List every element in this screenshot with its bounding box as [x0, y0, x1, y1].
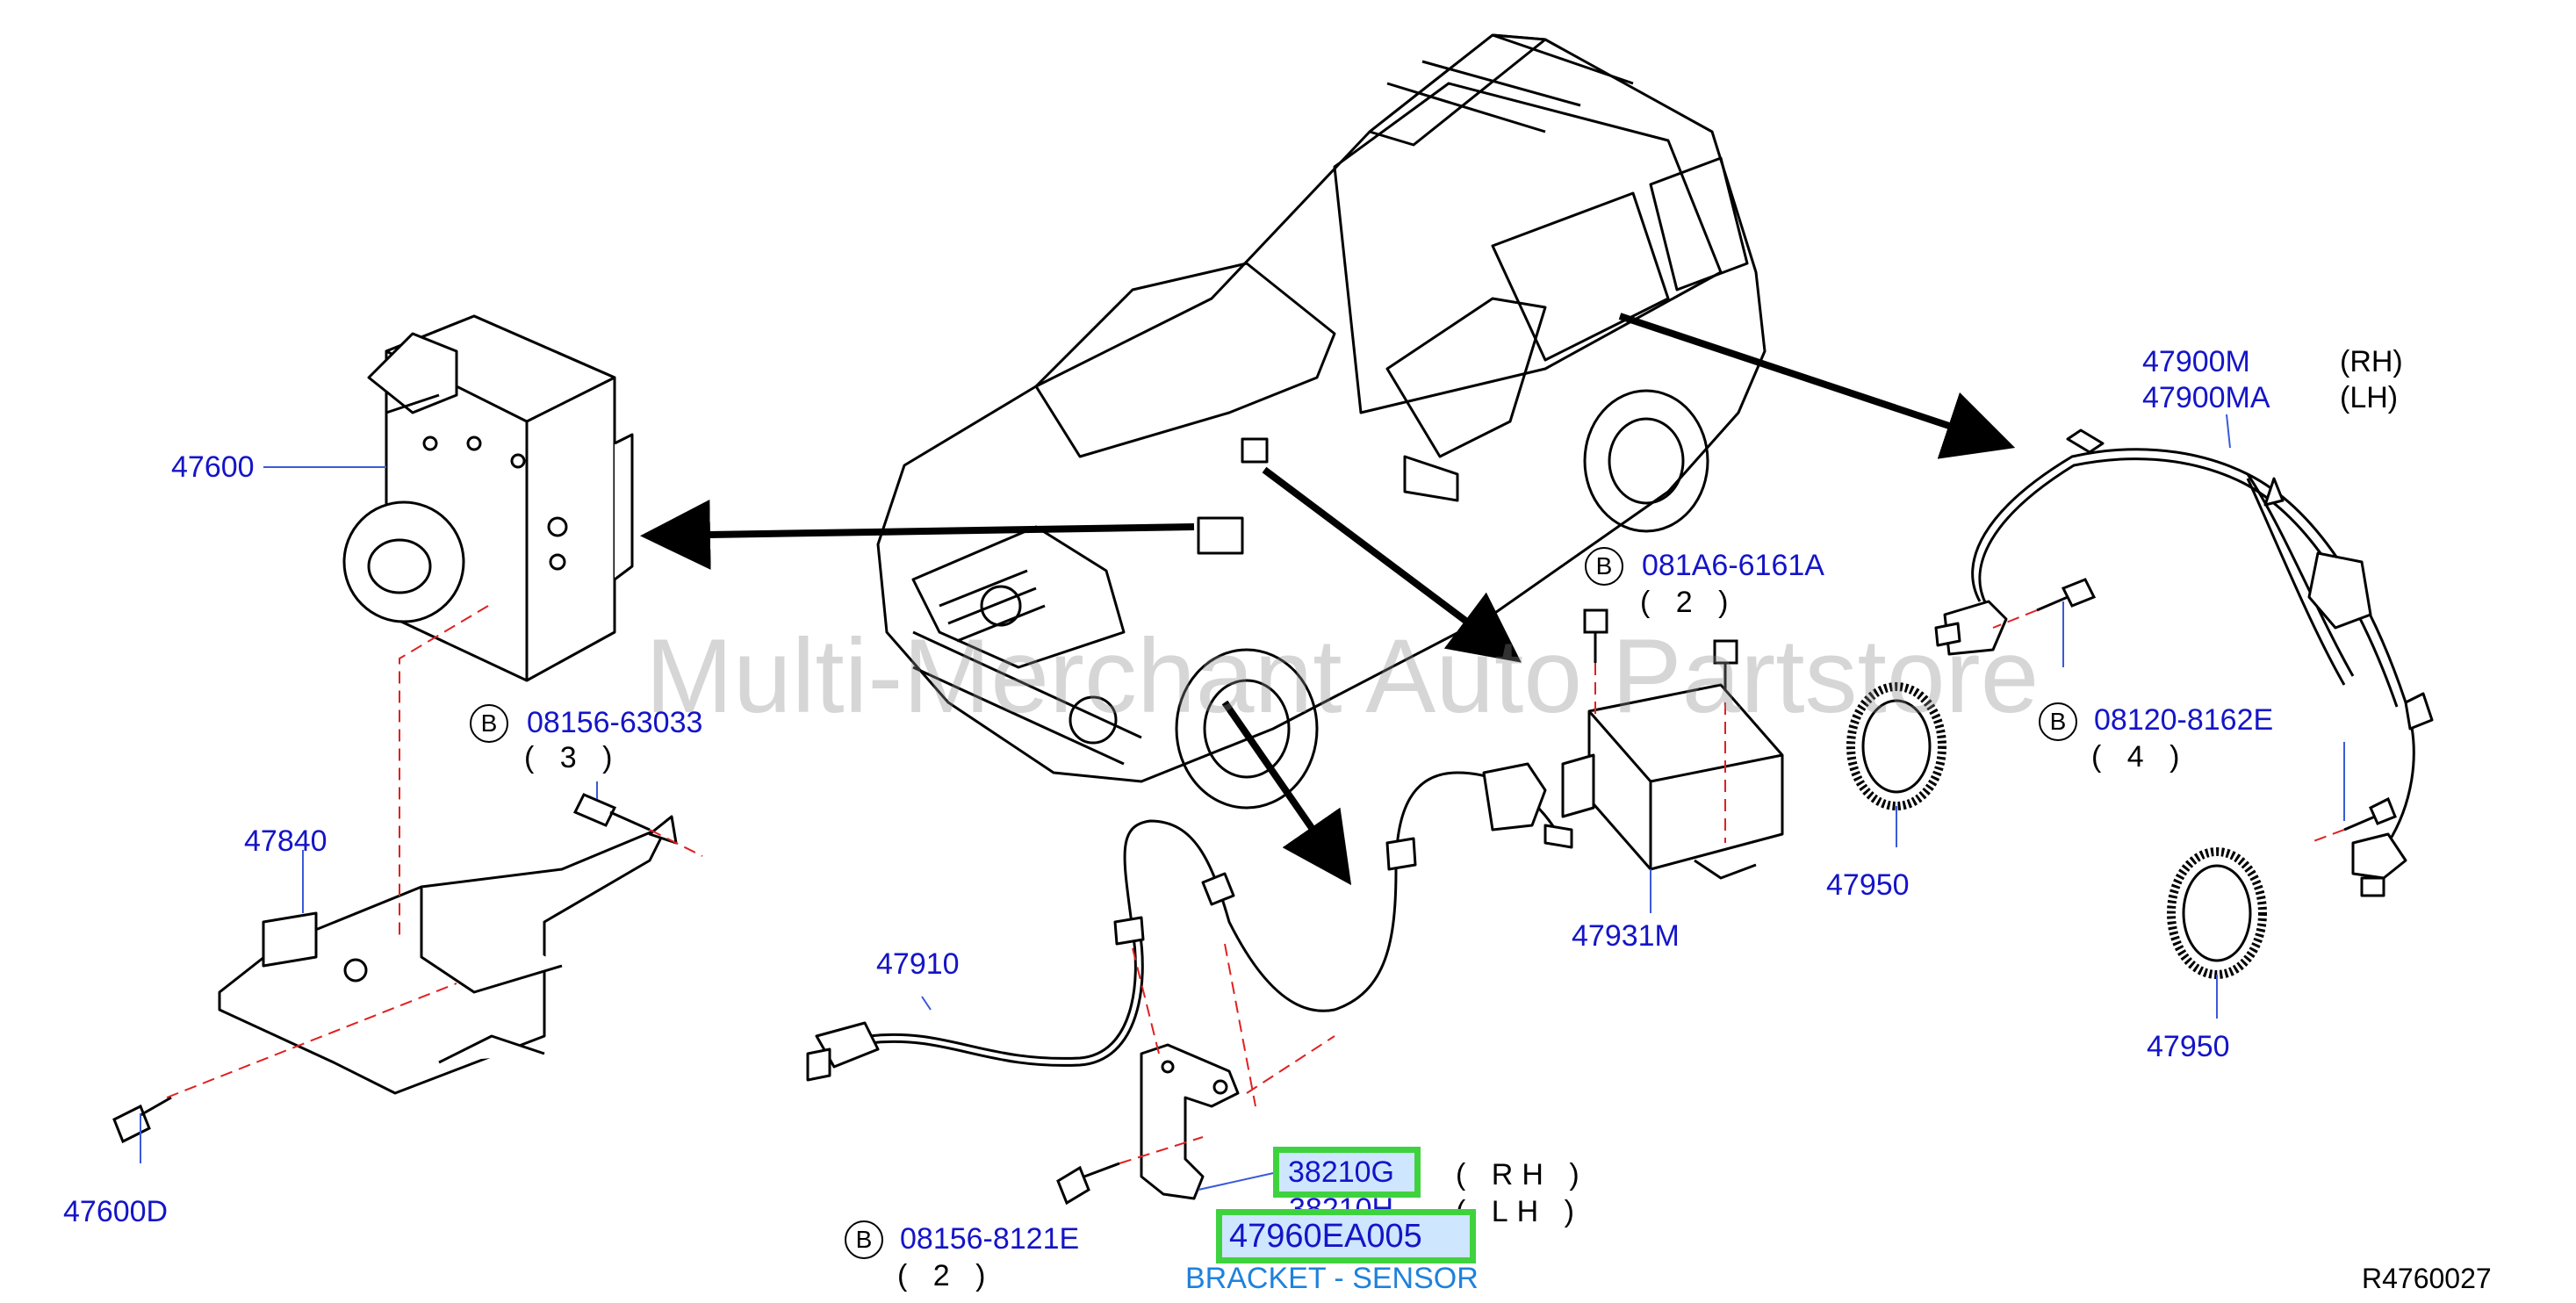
quantity-rear-bracket-bolt: ( 2 ): [897, 1259, 995, 1292]
part-number-rear-sensor[interactable]: 47910: [876, 947, 960, 981]
part-number-bracket-bolt[interactable]: 47600D: [63, 1195, 169, 1228]
bolt-marker-b: B: [2039, 702, 2077, 741]
bolt-marker-b: B: [1585, 547, 1623, 586]
part-number-harness-lh[interactable]: 47900MA: [2142, 381, 2270, 414]
watermark: Multi-Merchant Auto Partstore: [645, 617, 2040, 735]
part-number-yaw-sensor[interactable]: 47931M: [1572, 919, 1680, 953]
quantity-abs-bolt: ( 3 ): [524, 741, 622, 774]
side-bracket-rh: ( RH ): [1456, 1158, 1588, 1191]
part-number-harness-rh[interactable]: 47900M: [2142, 345, 2250, 378]
side-harness-lh: (LH): [2340, 381, 2399, 414]
diagram-reference: R4760027: [2362, 1263, 2492, 1294]
part-number-selected[interactable]: 47960EA005: [1229, 1218, 1422, 1255]
part-number-rotor-front[interactable]: 47950: [1826, 868, 1910, 902]
part-number-rotor-rear[interactable]: 47950: [2147, 1030, 2230, 1063]
bolts: [112, 578, 2397, 1206]
abs-bracket-drawing: [218, 815, 678, 1095]
side-harness-rh: (RH): [2340, 345, 2403, 378]
yaw-sensor-drawing: [1561, 683, 1784, 880]
vehicle-illustration: [876, 33, 1767, 810]
caption-bracket-sensor: BRACKET - SENSOR: [1185, 1262, 1479, 1295]
part-number-abs-actuator[interactable]: 47600: [171, 450, 255, 484]
quantity-yaw-sensor-bolt: ( 2 ): [1640, 586, 1738, 619]
bolt-marker-b: B: [845, 1220, 883, 1259]
dashed-leaders: [166, 605, 2345, 1164]
label-leaders: [140, 414, 2345, 1191]
part-number-abs-bolt[interactable]: 08156-63033: [527, 706, 703, 739]
pointer-arrows: [640, 313, 2016, 886]
quantity-front-sensor-bolt: ( 4 ): [2091, 740, 2189, 774]
highlight-box-bracket-rh: [1273, 1147, 1421, 1198]
sensor-rotors: [1846, 682, 2267, 979]
part-number-bracket-rh[interactable]: 38210G: [1288, 1155, 1394, 1189]
abs-actuator-drawing: [342, 314, 634, 682]
bolt-marker-b: B: [470, 704, 508, 743]
highlight-box-selected-part: [1216, 1209, 1476, 1263]
front-harness-drawing: [1934, 428, 2434, 897]
rear-sensor-drawing: [806, 762, 1573, 1082]
part-number-rear-bracket-bolt[interactable]: 08156-8121E: [900, 1222, 1080, 1256]
part-number-front-sensor-bolt[interactable]: 08120-8162E: [2094, 703, 2274, 737]
part-number-yaw-sensor-bolt[interactable]: 081A6-6161A: [1642, 549, 1824, 582]
part-number-abs-bracket[interactable]: 47840: [244, 824, 327, 858]
rear-bracket-drawing: [1140, 1043, 1240, 1200]
